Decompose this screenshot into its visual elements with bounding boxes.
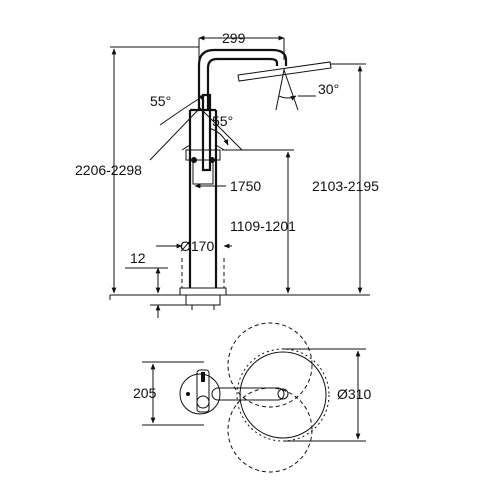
dim-total-height-right-label: 2103-2195 xyxy=(312,178,379,194)
dim-swivel-lower-label: 55° xyxy=(212,113,233,129)
dim-base-offset: 12 xyxy=(125,250,186,318)
side-view: 299 30° 55° 55° 2206-2298 xyxy=(75,30,379,318)
dim-head-tilt-label: 30° xyxy=(318,81,339,97)
rain-head-plan xyxy=(236,348,330,442)
dim-depth-label: 205 xyxy=(133,385,157,401)
hand-shower xyxy=(181,93,225,185)
dim-total-height-left-label: 2206-2298 xyxy=(75,162,142,178)
dim-handshower-height-label: 1750 xyxy=(230,178,261,194)
base-plan xyxy=(179,369,221,415)
dim-handshower-height: 1750 xyxy=(194,178,261,194)
dim-head-diameter: Ø310 xyxy=(283,348,371,442)
dim-base-diameter-label: Ø170 xyxy=(180,238,214,254)
dim-swivel-upper: 55° xyxy=(149,93,243,161)
dim-mixer-height: 1109-1201 xyxy=(222,149,296,294)
dim-head-tilt: 30° xyxy=(275,69,339,111)
dim-head-diameter-label: Ø310 xyxy=(337,386,371,402)
dim-total-height-right: 2103-2195 xyxy=(312,63,379,294)
dim-depth: 205 xyxy=(133,361,204,426)
dim-total-height-left: 2206-2298 xyxy=(75,46,199,300)
dim-arm-length-label: 299 xyxy=(222,30,246,46)
floor-flange xyxy=(179,258,227,310)
shower-arm xyxy=(197,38,288,110)
dim-base-offset-label: 12 xyxy=(130,250,146,266)
dim-arm-length: 299 xyxy=(198,30,285,46)
arm-plan xyxy=(211,387,289,401)
plan-view: 205 Ø310 xyxy=(133,322,371,473)
swing-circle-upper xyxy=(227,322,313,408)
dim-swivel-lower: 55° xyxy=(208,113,233,146)
dim-base-diameter: Ø170 xyxy=(156,238,232,254)
dim-mixer-height-label: 1109-1201 xyxy=(230,218,296,234)
dim-swivel-upper-label: 55° xyxy=(150,93,171,109)
